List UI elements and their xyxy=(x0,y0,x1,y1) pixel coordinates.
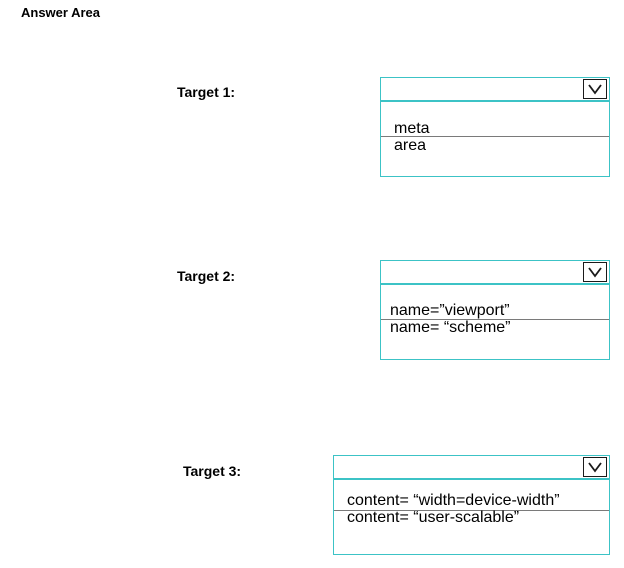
target-1-label: Target 1: xyxy=(177,84,236,100)
target-3-options-list: content= “width=device-width” content= “… xyxy=(333,479,610,555)
target-2-option-scheme[interactable]: name= “scheme” xyxy=(390,319,511,336)
target-2-options-list: name=”viewport” name= “scheme” xyxy=(380,284,610,360)
chevron-down-icon xyxy=(588,267,602,278)
target-3-dropdown: content= “width=device-width” content= “… xyxy=(333,455,610,555)
chevron-down-icon xyxy=(588,462,602,473)
option-divider xyxy=(381,319,609,320)
target-3-label: Target 3: xyxy=(183,463,242,479)
target-3-select-box[interactable] xyxy=(333,455,610,479)
chevron-down-icon xyxy=(588,84,602,95)
option-divider xyxy=(381,136,609,137)
target-2-label: Target 2: xyxy=(177,268,236,284)
target-1-option-meta[interactable]: meta xyxy=(394,120,430,137)
target-2-toggle-button[interactable] xyxy=(583,262,607,282)
answer-area-title: Answer Area xyxy=(21,5,100,20)
option-divider xyxy=(334,510,609,511)
target-3-option-width[interactable]: content= “width=device-width” xyxy=(347,492,560,509)
target-1-select-box[interactable] xyxy=(380,77,610,101)
target-2-select-box[interactable] xyxy=(380,260,610,284)
target-2-option-viewport[interactable]: name=”viewport” xyxy=(390,302,510,319)
target-3-option-scalable[interactable]: content= “user-scalable” xyxy=(347,509,520,526)
target-1-dropdown: meta area xyxy=(380,77,610,177)
target-1-options-list: meta area xyxy=(380,101,610,177)
target-3-toggle-button[interactable] xyxy=(583,457,607,477)
target-2-dropdown: name=”viewport” name= “scheme” xyxy=(380,260,610,360)
target-1-option-area[interactable]: area xyxy=(394,137,427,154)
target-1-toggle-button[interactable] xyxy=(583,79,607,99)
